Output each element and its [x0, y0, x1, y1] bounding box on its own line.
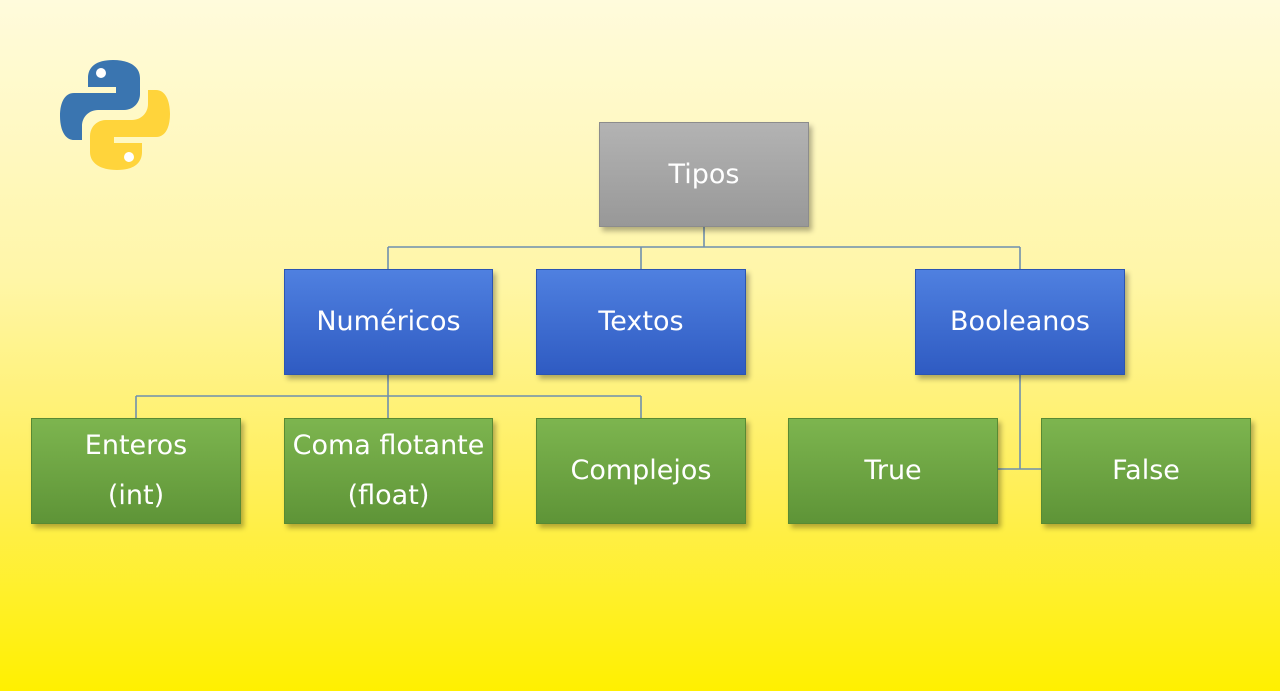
node-coma-flotante-line1: Coma flotante	[292, 430, 485, 462]
node-textos: Textos	[536, 269, 746, 375]
python-logo-blue-snake	[60, 60, 140, 140]
node-complejos-label: Complejos	[570, 455, 712, 487]
node-true-label: True	[864, 455, 922, 487]
node-tipos: Tipos	[599, 122, 809, 227]
python-logo-icon	[60, 60, 170, 170]
node-true: True	[788, 418, 998, 524]
node-enteros-line2: (int)	[107, 480, 165, 511]
node-false-label: False	[1112, 455, 1180, 487]
node-enteros: Enteros (int)	[31, 418, 241, 524]
node-booleanos-label: Booleanos	[950, 306, 1090, 338]
node-coma-flotante-line2: (float)	[347, 480, 430, 511]
node-numericos-label: Numéricos	[316, 306, 461, 338]
node-numericos: Numéricos	[284, 269, 493, 375]
node-textos-label: Textos	[598, 306, 684, 338]
node-complejos: Complejos	[536, 418, 746, 524]
node-coma-flotante: Coma flotante (float)	[284, 418, 493, 524]
node-booleanos: Booleanos	[915, 269, 1125, 375]
node-false: False	[1041, 418, 1251, 524]
node-tipos-label: Tipos	[668, 158, 740, 190]
node-enteros-line1: Enteros	[84, 430, 188, 462]
python-logo-yellow-snake	[90, 90, 170, 170]
